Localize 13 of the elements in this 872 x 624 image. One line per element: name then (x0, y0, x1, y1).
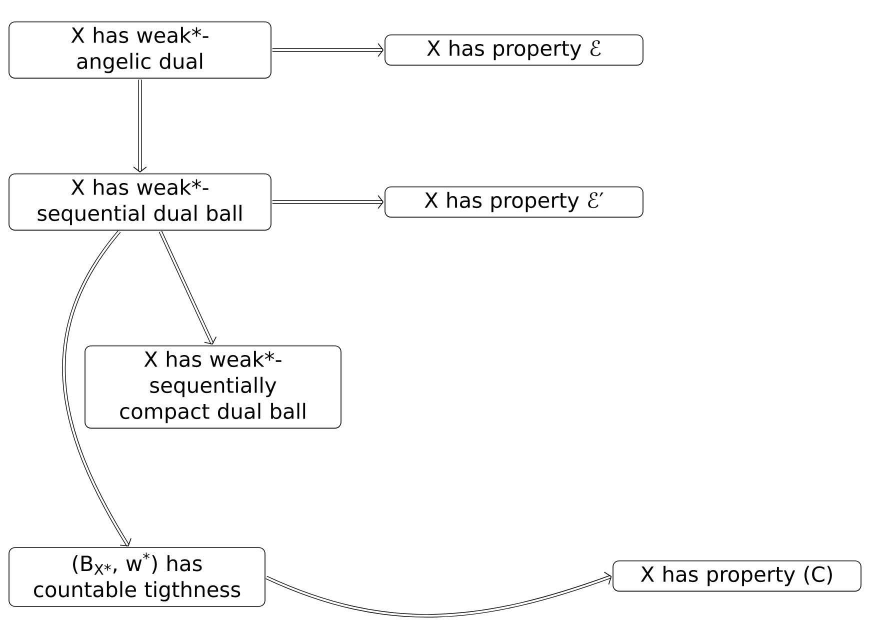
statement-box: (B$_{X*}$, w$^{*}$) has countable tigthness (8, 547, 266, 607)
statement-box: X has property ℰ′ (384, 186, 644, 218)
implication-arrow (62, 230, 132, 546)
implication-arrow (133, 80, 147, 172)
implication-arrow (266, 572, 612, 618)
implication-arrow (272, 43, 384, 57)
statement-box: X has property ℰ (384, 34, 644, 66)
statement-box: X has weak*-angelic dual (8, 21, 272, 79)
implication-arrow (272, 195, 384, 209)
statement-box: X has weak*-sequentially compact dual ball (84, 345, 342, 429)
statement-box: X has weak*-sequential dual ball (8, 173, 272, 231)
implication-arrow (158, 230, 217, 345)
statement-box: X has property (C) (612, 560, 862, 592)
